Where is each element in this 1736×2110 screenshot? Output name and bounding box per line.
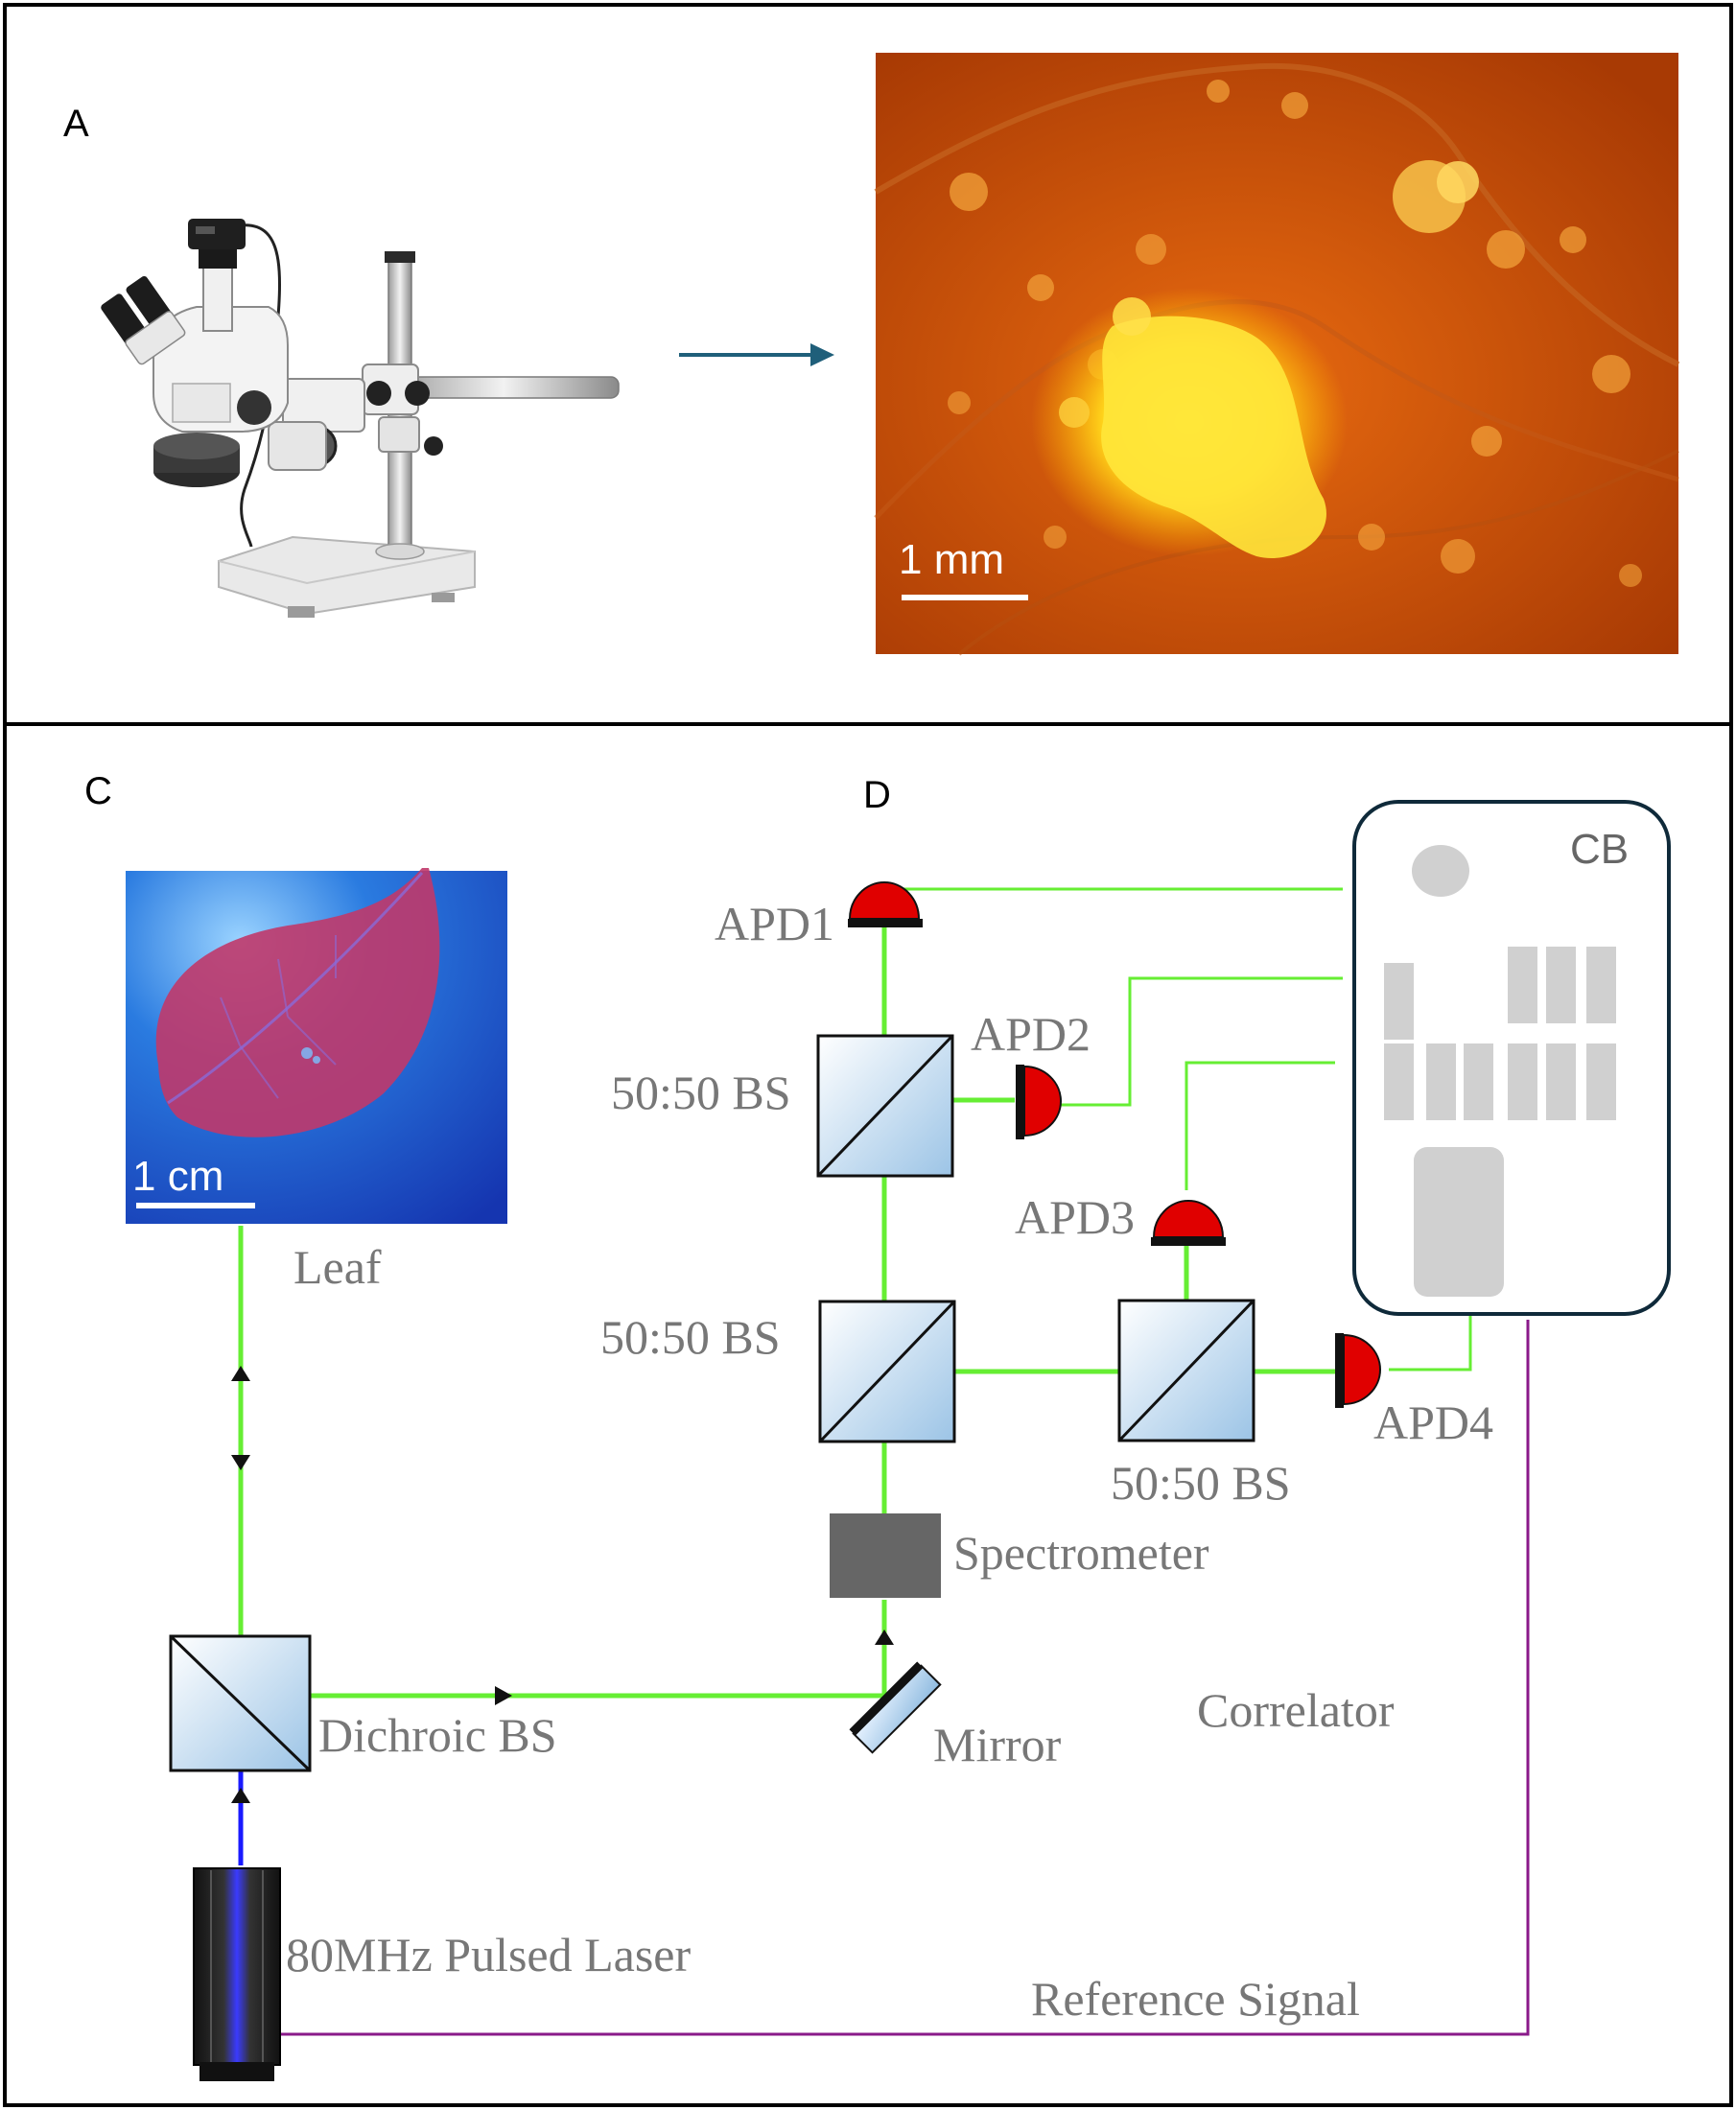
beam-splitter-middle-label: 50:50 BS <box>600 1310 781 1364</box>
correlator-box: CB <box>1352 800 1671 1316</box>
apd3-label: APD3 <box>1015 1190 1135 1244</box>
arrow-a-to-b <box>679 343 834 366</box>
leaf-label: Leaf <box>293 1240 382 1294</box>
spectrometer <box>830 1513 941 1598</box>
apd4-label: APD4 <box>1373 1395 1493 1449</box>
reference-signal-label: Reference Signal <box>1031 1972 1360 2026</box>
beam-splitter-top <box>816 1034 954 1178</box>
beam-direction-arrows <box>231 1366 894 1803</box>
spectrometer-label: Spectrometer <box>953 1526 1209 1580</box>
beam-splitter-top-label: 50:50 BS <box>611 1066 791 1119</box>
apd1-label: APD1 <box>715 897 834 950</box>
dichroic-label: Dichroic BS <box>318 1708 557 1762</box>
leaf-photo-scale-label: 1 cm <box>132 1153 223 1200</box>
apd3-detector <box>1151 1200 1226 1246</box>
mirror <box>849 1661 942 1754</box>
laser-label: 80MHz Pulsed Laser <box>286 1928 691 1981</box>
correlator-box-label: CB <box>1570 826 1629 873</box>
leaf-micrograph: 1 mm <box>874 53 1680 656</box>
beam-splitter-right-label: 50:50 BS <box>1111 1456 1291 1510</box>
mirror-label: Mirror <box>933 1718 1062 1771</box>
panel-label-d: D <box>863 774 891 816</box>
beam-splitter-right <box>1117 1299 1255 1442</box>
apd2-label: APD2 <box>971 1007 1091 1061</box>
micrograph-scale-bar <box>902 595 1028 600</box>
panel-label-a: A <box>63 103 89 145</box>
panel-label-c: C <box>84 770 112 812</box>
leaf-photo: 1 cm <box>126 868 507 1224</box>
micrograph-scale-label: 1 mm <box>899 536 1004 583</box>
apd4-detector <box>1335 1333 1381 1408</box>
microscope-illustration <box>101 219 620 618</box>
reference-signal-wire <box>278 1320 1530 2036</box>
apd2-detector <box>1016 1065 1062 1139</box>
beam-splitter-middle <box>818 1300 956 1443</box>
bottom-panel-frame <box>3 722 1733 2107</box>
leaf-photo-scale-bar <box>136 1203 255 1208</box>
correlator-label: Correlator <box>1197 1683 1395 1737</box>
pulsed-laser <box>193 1867 281 2081</box>
apd1-detector <box>848 881 923 927</box>
dichroic-beam-splitter <box>169 1634 312 1772</box>
